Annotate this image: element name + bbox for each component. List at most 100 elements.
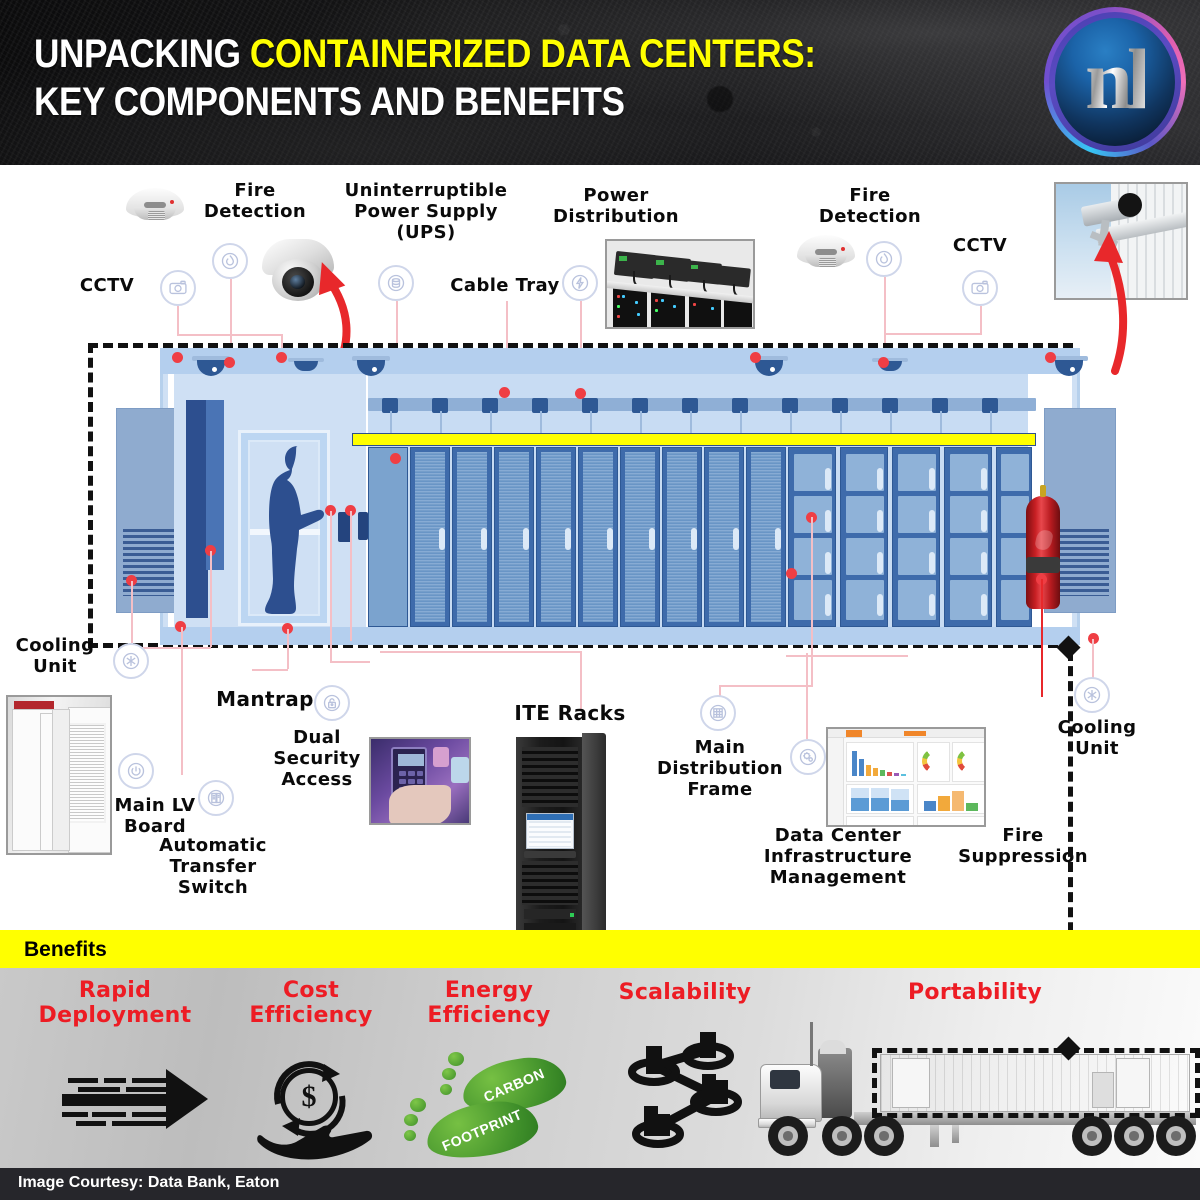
dual-security-access-photo	[369, 737, 471, 825]
title-line2: KEY COMPONENTS AND BENEFITS	[34, 80, 625, 124]
cctv-lens	[1118, 193, 1142, 217]
carbon-footprint-icon: CARBON FOOTPRINT	[404, 1051, 584, 1166]
camera-icon	[160, 270, 196, 306]
ite-rack	[410, 447, 450, 627]
node-dot	[276, 352, 287, 363]
connector-bottom-right-h	[786, 655, 908, 657]
card-reader-2	[358, 512, 368, 540]
title-line1-highlight: CONTAINERIZED DATA CENTERS:	[249, 32, 816, 76]
cooling-unit-photo-content	[8, 697, 110, 853]
connector-dsa-v1	[330, 511, 332, 661]
hanger	[590, 411, 592, 433]
tray-nub	[682, 398, 698, 413]
label-cooling-unit-left: Cooling Unit	[15, 635, 95, 677]
node-dot	[499, 387, 510, 398]
ite-rack	[704, 447, 744, 627]
brand-logo: nl	[1044, 7, 1186, 157]
cylinder-valve	[1040, 485, 1047, 497]
node-dot	[390, 453, 401, 464]
ite-rack-photo	[512, 731, 612, 941]
dcim-dashboard-photo	[826, 727, 986, 827]
connector-mantrap-v	[287, 629, 289, 669]
truck-sleeper	[818, 1048, 852, 1118]
connector-dcim-v	[811, 517, 813, 655]
connector-mdf-h	[719, 685, 811, 687]
benefit-label-scalability: Scalability	[618, 980, 752, 1005]
pdu-photo-content	[607, 241, 753, 327]
connector-coolright-v	[1092, 639, 1094, 679]
label-fire-suppression: Fire Suppression	[958, 825, 1088, 867]
node-dot	[1088, 633, 1099, 644]
lv-board-panel	[186, 400, 208, 618]
hand-icon	[257, 1125, 373, 1160]
tray-nub	[382, 398, 398, 413]
hanger	[390, 411, 392, 433]
label-cctv-left: CCTV	[79, 275, 135, 296]
tray-nub	[832, 398, 848, 413]
benefit-label-portability: Portability	[908, 980, 1042, 1005]
connector-dsa-h	[330, 661, 370, 663]
hanger	[540, 411, 542, 433]
connector-ups-v	[396, 301, 398, 351]
connector-ite-h	[380, 651, 580, 653]
node-dot	[205, 545, 216, 556]
benefit-label-cost-efficiency: Cost Efficiency	[249, 978, 373, 1028]
ite-rack	[662, 447, 702, 627]
connector-ite-v	[580, 651, 582, 711]
truck-container-icon	[758, 1018, 1200, 1164]
dcim-photo-content	[828, 729, 984, 825]
tray-nub	[632, 398, 648, 413]
label-automatic-transfer-switch: Automatic Transfer Switch	[159, 835, 267, 898]
connector-cctv-right-v	[980, 306, 982, 334]
diagram-area: Fire Detection CCTV Uninterruptible Powe…	[0, 165, 1200, 1083]
ceiling-cctv-dome	[750, 356, 788, 378]
portability-dashed-pointer	[1068, 651, 1073, 1083]
dollar-coin: $	[280, 1068, 338, 1126]
ite-rack	[452, 447, 492, 627]
truck-window	[770, 1070, 800, 1089]
hanger	[940, 411, 942, 433]
container-floor	[160, 627, 1080, 645]
benefit-label-energy-efficiency: Energy Efficiency	[427, 978, 551, 1028]
cylinder-flame-mark	[1033, 528, 1054, 552]
smoke-detector-photo-left	[124, 180, 186, 232]
footprint-text: FOOTPRINT	[439, 1105, 525, 1155]
tray-nub	[532, 398, 548, 413]
benefits-heading-bar: Benefits	[0, 930, 1200, 968]
camera-icon-right	[962, 270, 998, 306]
connector-top-left-h	[177, 334, 282, 336]
title-line1-plain: UNPACKING	[34, 32, 250, 76]
power-button-icon	[118, 753, 154, 789]
truck-antenna	[810, 1022, 813, 1066]
network-nodes-icon	[628, 1032, 742, 1148]
red-arrow-right	[1094, 231, 1128, 375]
flame-icon	[212, 243, 248, 279]
snowflake-icon-left	[113, 643, 149, 679]
hanger	[690, 411, 692, 433]
portability-dashed-box	[872, 1048, 1200, 1118]
connector-cooling-left-v	[131, 581, 133, 643]
tray-nub	[432, 398, 448, 413]
ceiling-cctv-dome	[192, 356, 230, 378]
label-cooling-unit-right: Cooling Unit	[1057, 717, 1137, 759]
smoke-detector-photo-right	[795, 227, 857, 279]
connector-mantrap-h	[252, 669, 288, 671]
label-cctv-right: CCTV	[952, 235, 1008, 256]
power-distribution-photo	[605, 239, 755, 329]
dollar-coin-hand-icon: $	[248, 1060, 378, 1160]
footer-bar: Image Courtesy: Data Bank, Eaton	[0, 1168, 1200, 1200]
node-dot	[325, 505, 336, 516]
benefits-section: Rapid Deployment Cost Efficiency $	[0, 968, 1200, 1168]
trailer-support	[930, 1125, 939, 1147]
ite-rack	[746, 447, 786, 627]
hanger	[840, 411, 842, 433]
dome-camera-photo	[258, 237, 338, 307]
connector-fire-left-v	[230, 279, 232, 343]
mdf-cabinet	[892, 447, 940, 627]
battery-stack-icon	[378, 265, 414, 301]
node-dot	[345, 505, 356, 516]
connector-dome-left-v	[281, 334, 283, 348]
label-ups: Uninterruptible Power Supply (UPS)	[344, 180, 508, 243]
label-main-lv-board: Main LV Board	[114, 795, 196, 837]
mdf-cabinet	[840, 447, 888, 627]
